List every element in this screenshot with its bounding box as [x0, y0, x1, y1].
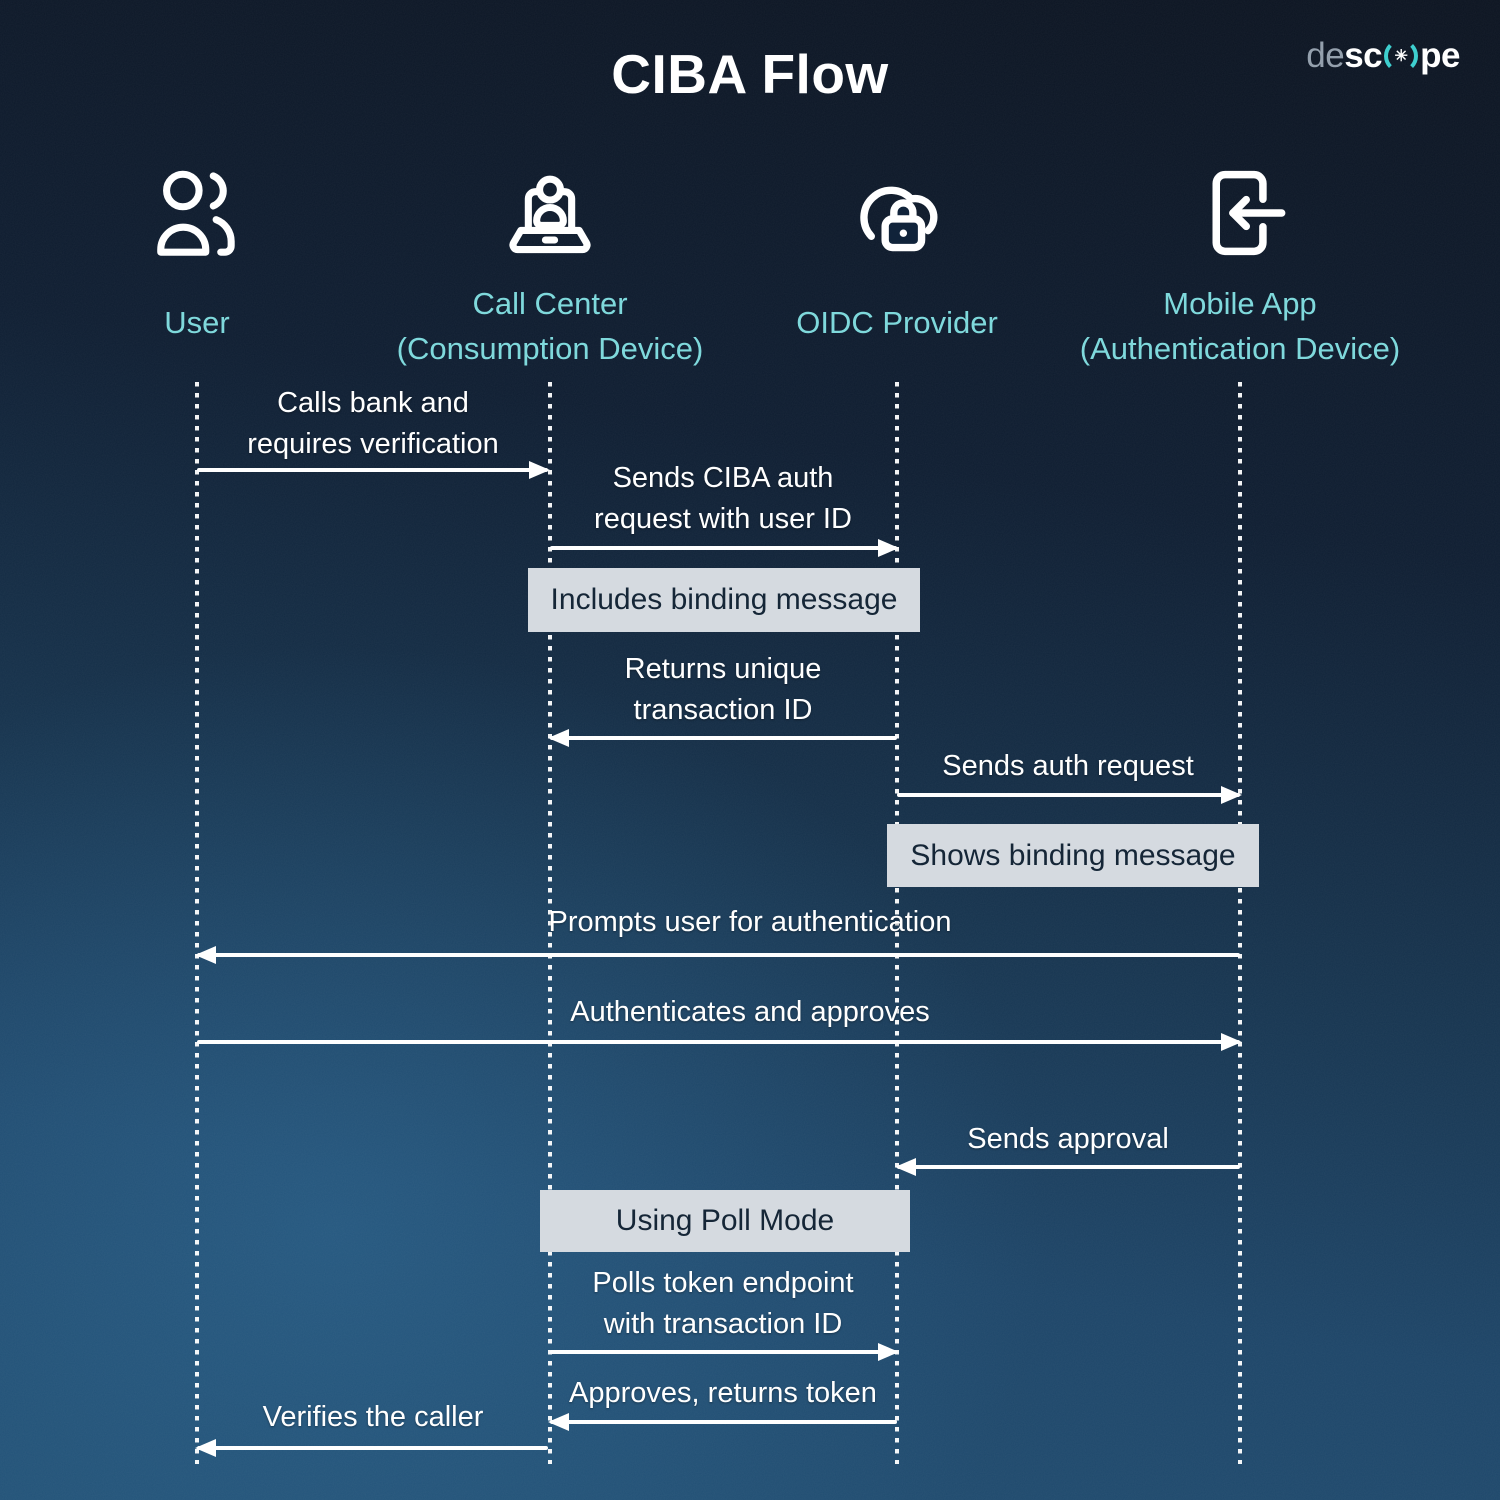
note-includes-binding-message: Includes binding message — [528, 568, 920, 632]
message-calls-bank-text: Calls bank and requires verification — [247, 387, 499, 460]
logo-text-de: de — [1306, 36, 1345, 75]
descope-asterisk-icon: ✳ — [1384, 39, 1419, 73]
logo-text-sc: sc — [1344, 36, 1383, 75]
actor-label-user: User — [164, 305, 230, 340]
message-sends-approval-text: Sends approval — [967, 1123, 1169, 1155]
message-prompts-authentication-text: Prompts user for authentication — [548, 906, 952, 938]
message-polls-token-endpoint-text: Polls token endpoint with transaction ID — [592, 1267, 854, 1340]
laptop-user-icon — [498, 165, 602, 265]
actor-label-oidc-provider: OIDC Provider — [796, 305, 998, 340]
note-using-poll-mode: Using Poll Mode — [540, 1190, 910, 1252]
cloud-lock-icon — [840, 160, 952, 264]
arrow-oidc-to-mobile-app — [897, 786, 1242, 804]
arrow-call-center-to-oidc-auth — [550, 539, 899, 557]
lifeline-mobile-app — [1238, 382, 1242, 1464]
actor-label-mobile-app: Mobile App (Authentication Device) — [1079, 286, 1401, 366]
message-verifies-caller-text: Verifies the caller — [262, 1401, 484, 1433]
arrow-user-to-mobile-app-approve — [197, 1033, 1242, 1051]
message-ciba-auth-request-text: Sends CIBA auth request with user ID — [594, 462, 852, 535]
arrow-oidc-to-call-center-token — [548, 1413, 897, 1431]
arrow-call-center-to-oidc-poll — [550, 1343, 899, 1361]
note-shows-binding-message: Shows binding message — [887, 824, 1259, 887]
message-authenticates-approves-text: Authenticates and approves — [570, 996, 930, 1028]
message-approves-returns-token-text: Approves, returns token — [569, 1377, 877, 1409]
logo-text-pe: pe — [1420, 36, 1460, 75]
arrow-mobile-app-to-oidc-approval — [895, 1158, 1240, 1176]
users-icon — [147, 163, 247, 263]
arrow-user-to-call-center — [197, 461, 550, 479]
arrow-oidc-to-call-center-transaction — [548, 729, 897, 747]
arrow-mobile-app-to-user-prompt — [195, 946, 1240, 964]
arrow-call-center-to-user-verify — [195, 1439, 548, 1457]
message-sends-auth-request-text: Sends auth request — [942, 750, 1194, 782]
message-returns-transaction-id-text: Returns unique transaction ID — [624, 653, 822, 726]
actor-label-call-center: Call Center (Consumption Device) — [396, 286, 704, 366]
device-login-icon — [1190, 162, 1290, 264]
lifeline-user — [195, 382, 199, 1464]
page-title: CIBA Flow — [611, 43, 889, 105]
